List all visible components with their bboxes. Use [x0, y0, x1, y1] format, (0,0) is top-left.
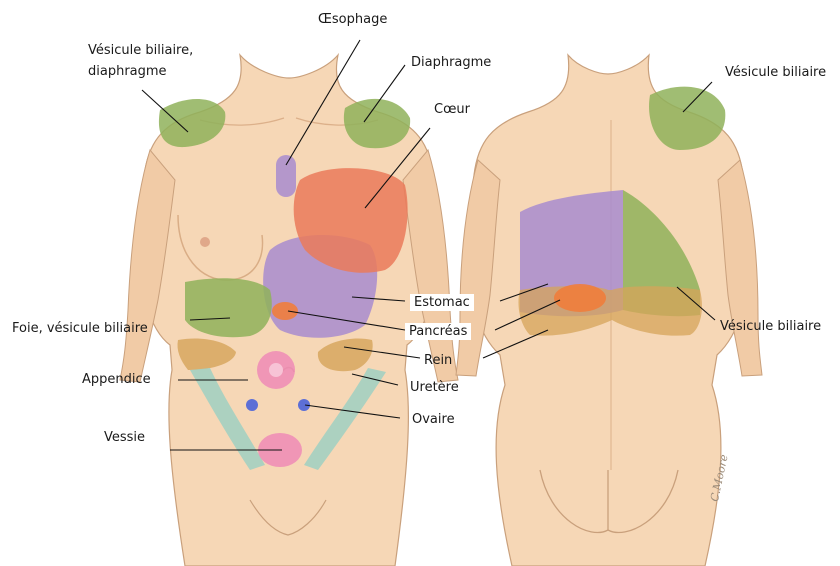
label-vesicule-diaphragme-line2: diaphragme [88, 63, 167, 80]
region-esophagus [276, 155, 296, 197]
region-shoulder-right-front [344, 99, 410, 148]
label-pancreas: Pancréas [405, 323, 471, 340]
label-estomac: Estomac [410, 294, 474, 311]
label-foie-vesicule: Foie, vésicule biliaire [12, 320, 148, 337]
region-appendix-center [269, 363, 283, 377]
label-appendice: Appendice [82, 371, 151, 388]
label-uretere: Uretère [410, 379, 459, 396]
label-vessie: Vessie [104, 429, 145, 446]
front-left-nipple [200, 237, 210, 247]
label-diaphragme: Diaphragme [411, 54, 491, 71]
label-ovaire: Ovaire [412, 411, 455, 428]
front-body [120, 55, 458, 566]
label-vesicule-diaphragme-line1: Vésicule biliaire, [88, 42, 193, 59]
label-oesophage: Œsophage [318, 11, 387, 28]
region-pancreas-back [554, 284, 606, 312]
label-coeur: Cœur [434, 101, 470, 118]
label-back-vesicule-side: Vésicule biliaire [720, 318, 821, 335]
label-back-vesicule-top: Vésicule biliaire [725, 64, 826, 81]
label-rein: Rein [424, 352, 452, 369]
region-ovary-left [246, 399, 258, 411]
region-liver-gallbladder [185, 278, 272, 337]
region-pancreas [272, 302, 298, 320]
